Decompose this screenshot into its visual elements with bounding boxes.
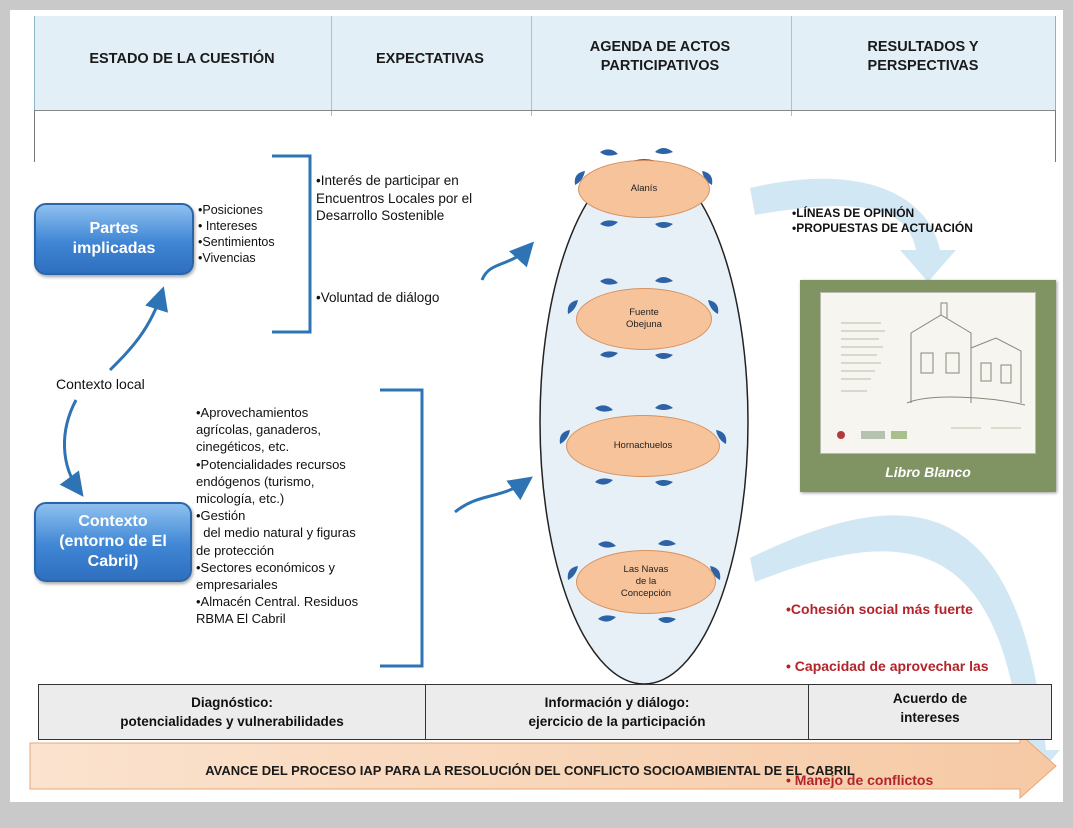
header-divider <box>791 16 792 116</box>
flow-arrow-right <box>750 515 1060 780</box>
contexto-item: empresariales <box>196 577 278 593</box>
libro-blanco-caption: Libro Blanco <box>885 464 971 480</box>
libro-blanco-image: Libro Blanco <box>800 280 1056 492</box>
contexto-line2: (entorno de El <box>59 533 167 550</box>
red-item: • Manejo de conflictos <box>786 772 934 788</box>
contexto-item: cinegéticos, etc. <box>196 439 290 455</box>
header-resultados-line1: RESULTADOS Y <box>867 39 979 55</box>
partes-item: • Intereses <box>198 219 258 233</box>
contexto-box: Contexto (entorno de El Cabril) <box>34 502 192 582</box>
contexto-item: •Gestión <box>196 508 246 524</box>
bottom-diagnostico: Diagnóstico: potencialidades y vulnerabi… <box>38 684 426 740</box>
oval-navas-line1: Las Navas <box>623 564 669 575</box>
diag-line1: Diagnóstico: <box>191 695 273 710</box>
oval-fuente-obejuna: Fuente Obejuna <box>576 288 712 350</box>
contexto-item: RBMA El Cabril <box>196 611 286 627</box>
oval-alanis: Alanís <box>578 160 710 218</box>
header-agenda-line1: AGENDA DE ACTOS <box>589 39 731 55</box>
contexto-item: •Almacén Central. Residuos <box>196 594 359 610</box>
acuerdo-line1: Acuerdo de <box>892 691 968 706</box>
resultados-bullets: •LÍNEAS DE OPINIÓN •PROPUESTAS DE ACTUAC… <box>792 206 973 236</box>
oval-hornachuelos: Hornachuelos <box>566 415 720 477</box>
diag-line2: potencialidades y vulnerabilidades <box>120 714 344 729</box>
contexto-item: de protección <box>196 542 275 558</box>
resultado-propuestas: •PROPUESTAS DE ACTUACIÓN <box>792 221 973 235</box>
oval-fuente-line1: Fuente <box>629 307 659 318</box>
arrow-up-partes <box>108 286 169 372</box>
oval-fuente-line2: Obejuna <box>626 319 662 330</box>
partes-implicadas-box: Partes implicadas <box>34 203 194 275</box>
expectativas-voluntad: •Voluntad de diálogo <box>316 290 440 305</box>
bottom-acuerdo: Acuerdo de intereses <box>808 684 1052 740</box>
diagram-frame: ESTADO DE LA CUESTIÓN EXPECTATIVAS AGEND… <box>10 10 1063 802</box>
bottom-informacion: Información y diálogo: ejercicio de la p… <box>425 684 809 740</box>
curve-arrow-contexto <box>454 476 533 514</box>
partes-line2: implicadas <box>72 240 156 257</box>
contexto-line3: Cabril) <box>87 553 139 570</box>
contexto-item: agrícolas, ganaderos, <box>196 422 322 438</box>
contexto-item: •Aprovechamientos <box>196 405 309 420</box>
contexto-items-list: •Aprovechamientos agrícolas, ganaderos, … <box>196 404 358 628</box>
acuerdo-line2: intereses <box>900 710 960 725</box>
info-line2: ejercicio de la participación <box>528 714 706 729</box>
header-resultados-line2: PERSPECTIVAS <box>867 58 979 74</box>
oval-navas-line2: de la <box>635 576 657 587</box>
red-item: • Capacidad de aprovechar las <box>786 658 989 674</box>
resultado-opinion: •LÍNEAS DE OPINIÓN <box>792 206 915 220</box>
bracket-partes <box>272 154 312 334</box>
bracket-contexto <box>380 388 424 668</box>
contexto-item: •Potencialidades recursos <box>196 456 346 472</box>
red-item: •Cohesión social más fuerte <box>786 601 973 617</box>
contexto-item: micología, etc.) <box>196 491 285 507</box>
curve-arrow-partes <box>480 241 535 281</box>
libro-blanco-sketch <box>837 302 1026 439</box>
partes-item: •Posiciones <box>198 203 263 217</box>
contexto-item: •Sectores económicos y <box>196 559 335 575</box>
flow-arrow-top <box>750 178 956 282</box>
contexto-item: del medio natural y figuras <box>196 525 356 541</box>
contexto-item: endógenos (turismo, <box>196 473 315 489</box>
info-line1: Información y diálogo: <box>544 695 690 710</box>
expectativas-interes: •Interés de participar en Encuentros Loc… <box>316 172 472 225</box>
expectativa-line: Desarrollo Sostenible <box>316 208 445 223</box>
partes-item: •Vivencias <box>198 251 256 265</box>
header-resultados: RESULTADOS Y PERSPECTIVAS <box>790 38 1056 76</box>
libro-blanco-cover <box>820 292 1036 454</box>
contexto-local-label: Contexto local <box>56 376 145 392</box>
header-agenda-line2: PARTICIPATIVOS <box>600 58 720 74</box>
header-estado: ESTADO DE LA CUESTIÓN <box>89 51 275 67</box>
header-divider <box>331 16 332 116</box>
oval-las-navas: Las Navas de la Concepción <box>576 550 716 614</box>
contexto-line1: Contexto <box>78 513 148 530</box>
partes-line1: Partes <box>89 220 139 237</box>
partes-item: •Sentimientos <box>198 235 275 249</box>
expectativa-line: Encuentros Locales por el <box>316 190 473 206</box>
oval-petals <box>559 148 727 623</box>
arrow-down-contexto <box>59 399 84 497</box>
oval-navas-line3: Concepción <box>620 588 672 599</box>
header-divider <box>531 16 532 116</box>
progress-arrow <box>29 732 1057 800</box>
partes-items-list: •Posiciones • Intereses •Sentimientos •V… <box>198 202 275 266</box>
header-expectativas: EXPECTATIVAS <box>376 51 484 67</box>
expectativa-line: •Interés de participar en <box>316 173 459 188</box>
progress-arrow-label: AVANCE DEL PROCESO IAP PARA LA RESOLUCIÓ… <box>205 762 855 778</box>
header-agenda: AGENDA DE ACTOS PARTICIPATIVOS <box>530 38 790 76</box>
header-second-row <box>34 110 1056 162</box>
header-band <box>34 16 1056 116</box>
